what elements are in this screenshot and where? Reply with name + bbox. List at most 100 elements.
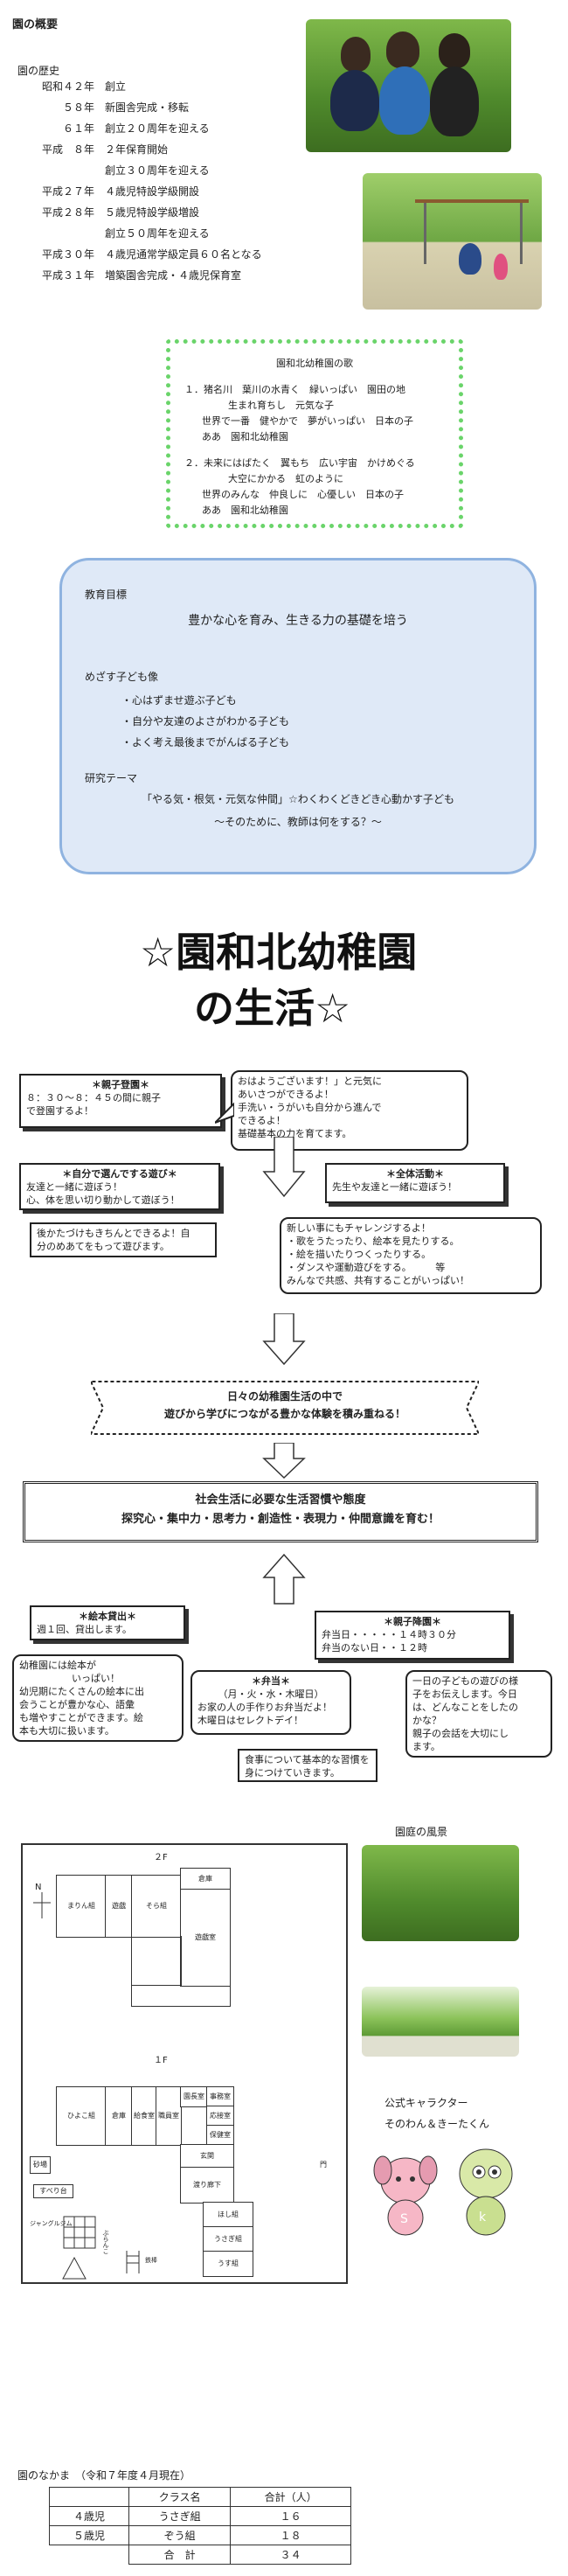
yard-item: 鉄棒 — [145, 2257, 157, 2264]
song-title: 園和北幼稚園の歌 — [276, 358, 353, 369]
table-header: クラス名 — [128, 2487, 232, 2507]
character-label: 公式キャラクター — [384, 2097, 468, 2109]
lunch-box: ＊弁当＊ （月・火・水・木曜日） お家の人の手作りお弁当だよ！ 木曜日はセレクト… — [190, 1670, 351, 1735]
research-subtheme: ～そのために、教師は何をする？～ — [214, 816, 382, 828]
eating-habits-note: 食事について基本的な習慣を 身につけていきます。 — [238, 1749, 378, 1782]
swing-icon — [62, 2256, 87, 2280]
social-life-line2: 探究心・集中力・思考力・創造性・表現力・仲間意識を育む！ — [121, 1513, 440, 1526]
iron-bar-icon — [126, 2251, 140, 2273]
song-line: 世界のみんな 仲良しに 心優しい 日本の子 — [202, 489, 404, 500]
song-line: ああ 園和北幼稚園 — [202, 431, 288, 442]
garden-label: 園庭の風景 — [395, 1826, 448, 1838]
flow-arrow-down — [262, 1137, 306, 1198]
edu-goal-label: 教育目標 — [85, 588, 128, 601]
child-image-item: ・よく考え最後までがんばる子ども — [121, 736, 290, 748]
history-list: 昭和４２年 創立 ５８年 新園舎完成・移転 ６１年 創立２０周年を迎える 平成 … — [26, 79, 262, 283]
yard-item: 砂場 — [30, 2156, 51, 2174]
flow-arrow-down — [262, 1313, 306, 1366]
flow-arrow-up — [262, 1553, 306, 1605]
book-detail-note: 幼稚園には絵本が いっぱい！ 幼児期にたくさんの絵本に出 会うことが豊かな心、語… — [12, 1654, 184, 1742]
arrival-box: ＊親子登園＊ ８：３０～８：４５の間に親子 で登園するよ！ — [19, 1074, 222, 1128]
free-play-box: ＊自分で選んでする遊び＊ 友達と一緒に遊ぼう！ 心、体を思い切り動かして遊ぼう！ — [19, 1163, 220, 1210]
gate-label: 門 — [320, 2161, 327, 2169]
floor2-label: ２F — [154, 1853, 168, 1862]
map-room: 保健室 — [206, 2125, 234, 2146]
challenge-note: 新しい事にもチャレンジするよ！ ・歌をうたったり、絵本を見たりする。 ・絵を描い… — [280, 1217, 542, 1294]
history-item: 平成２７年 ４歳児特設学級開設 — [41, 185, 200, 198]
edu-goal-text: 豊かな心を育み、生きる力の基礎を培う — [188, 614, 408, 628]
daily-life-line2: 遊びから学びにつながる豊かな体験を積み重ねる！ — [163, 1408, 405, 1420]
map-room: 倉庫 — [180, 1868, 231, 1890]
map-room: 事務室 — [206, 2086, 234, 2107]
character-names: そのわん＆きーたくん — [384, 2118, 490, 2130]
jungle-gym-icon — [63, 2216, 96, 2249]
map-room: 倉庫 — [105, 2086, 133, 2146]
map-room: 職員室 — [156, 2086, 182, 2146]
history-heading: 園の歴史 — [17, 65, 60, 77]
map-room: 遊戯 — [105, 1875, 133, 1938]
school-song-box: 園和北幼稚園の歌 １．猪名川 葉川の水青く 緑いっぱい 園田の地 生まれ育ちし … — [166, 339, 463, 528]
history-item: 平成３１年 増築園舎完成・４歳児保育室 — [41, 269, 242, 282]
family-talk-note: 一日の子どもの遊びの様 子をお伝えします。今日 は、どんなことをしたの かな？ … — [405, 1670, 552, 1758]
flow-arrow-down — [262, 1443, 306, 1479]
history-item: 創立５０周年を迎える — [105, 227, 210, 240]
table-header-row: クラス名 合計（人） — [49, 2487, 351, 2507]
class-table: クラス名 合計（人） ４歳児 うさぎ組 １６ ５歳児 ぞう組 １８ 合 計 ３４ — [49, 2487, 351, 2565]
dismissal-box: ＊親子降園＊ 弁当日・・・・・１４時３０分 弁当のない日・・１２時 — [315, 1611, 510, 1660]
social-life-box: 社会生活に必要な生活習慣や態度 探究心・集中力・思考力・創造性・表現力・仲間意識… — [23, 1481, 538, 1542]
map-room: 渡り廊下 — [180, 2167, 234, 2204]
map-room: 遊戯室 — [180, 1889, 231, 1987]
map-room: 園長室 — [180, 2086, 208, 2107]
garden-photo — [362, 1987, 519, 2057]
kitakun-character-icon: k — [459, 2148, 513, 2236]
table-header: 合計（人） — [230, 2487, 351, 2507]
map-room: 応接室 — [206, 2106, 234, 2127]
life-title-line1: ☆園和北幼稚園 — [140, 929, 418, 976]
song-line: 世界で一番 健やかで 夢がいっぱい 日本の子 — [202, 415, 413, 427]
life-title-line2: の生活☆ — [194, 985, 351, 1032]
class-table-caption: 園のなかま （令和７年度４月現在） — [17, 2469, 191, 2482]
children-photo — [306, 19, 511, 152]
child-image-item: ・心はずませ遊ぶ子ども — [121, 694, 237, 707]
map-room: そら組 — [131, 1875, 182, 1938]
history-item: 平成３０年 ４歳児通常学級定員６０名となる — [41, 248, 262, 261]
book-lending-box: ＊絵本貸出＊ 週１回、貸出します。 — [30, 1605, 185, 1640]
daily-life-ribbon — [91, 1381, 479, 1435]
history-item: ６１年 創立２０周年を迎える — [62, 122, 210, 135]
social-life-line1: 社会生活に必要な生活習慣や態度 — [195, 1493, 366, 1507]
research-theme: 「やる気・根気・元気な仲間」☆わくわくどきどき心動かす子ども — [141, 793, 455, 805]
daily-life-line1: 日々の幼稚園生活の中で — [226, 1390, 343, 1403]
yard-item: ぶらんこ — [102, 2230, 109, 2254]
cleanup-note: 後かたづけもきちんとできるよ！自 分のめあてをもって遊びます。 — [30, 1222, 217, 1257]
history-item: 平成２８年 ５歳児特設学級増設 — [41, 206, 200, 219]
research-label: 研究テーマ — [85, 772, 138, 784]
map-room: ひよこ組 — [56, 2086, 107, 2146]
north-label: N — [35, 1883, 42, 1892]
north-arrow-icon — [33, 1892, 51, 1918]
child-image-label: めざす子ども像 — [85, 671, 159, 683]
group-activity-box: ＊全体活動＊ 先生や友達と一緒に遊ぼう！ — [325, 1163, 505, 1203]
yard-item: ジャングルジム — [30, 2220, 73, 2227]
greeting-bubble: おはようございます！」と元気に あいさつができるよ！ 手洗い・うがいも自分から進… — [231, 1070, 468, 1151]
map-room: うす組 — [203, 2251, 253, 2277]
table-row: ５歳児 ぞう組 １８ — [49, 2525, 351, 2545]
svg-text:S: S — [400, 2212, 408, 2226]
sonowan-character-icon: S — [373, 2155, 438, 2236]
campus-map: N ２F まりん組 遊戯 そら組 倉庫 遊戯室 １F ひよこ組 倉庫 給食室 職… — [21, 1843, 348, 2284]
song-line: ああ 園和北幼稚園 — [202, 505, 288, 516]
table-row: ４歳児 うさぎ組 １６ — [49, 2506, 351, 2526]
history-item: 創立３０周年を迎える — [105, 164, 210, 177]
education-goals-panel: 教育目標 豊かな心を育み、生きる力の基礎を培う めざす子ども像 ・心はずませ遊ぶ… — [59, 558, 537, 874]
song-line: 生まれ育ちし 元気な子 — [228, 400, 334, 411]
child-image-item: ・自分や友達のよさがわかる子ども — [121, 715, 290, 728]
yard-item: すべり台 — [33, 2184, 73, 2198]
map-room: まりん組 — [56, 1875, 107, 1938]
history-item: 昭和４２年 創立 — [41, 80, 127, 93]
bubble-tail — [215, 1102, 234, 1124]
map-room: ほし組 — [203, 2202, 253, 2228]
floor1-label: １F — [154, 2056, 168, 2065]
table-row: 合 計 ３４ — [49, 2545, 351, 2565]
history-item: 平成 ８年 ２年保育開始 — [41, 143, 169, 156]
song-line: ２．未来にはばたく 翼もち 広い宇宙 かけめぐる — [184, 457, 415, 469]
song-line: 大空にかかる 虹のように — [228, 473, 343, 484]
